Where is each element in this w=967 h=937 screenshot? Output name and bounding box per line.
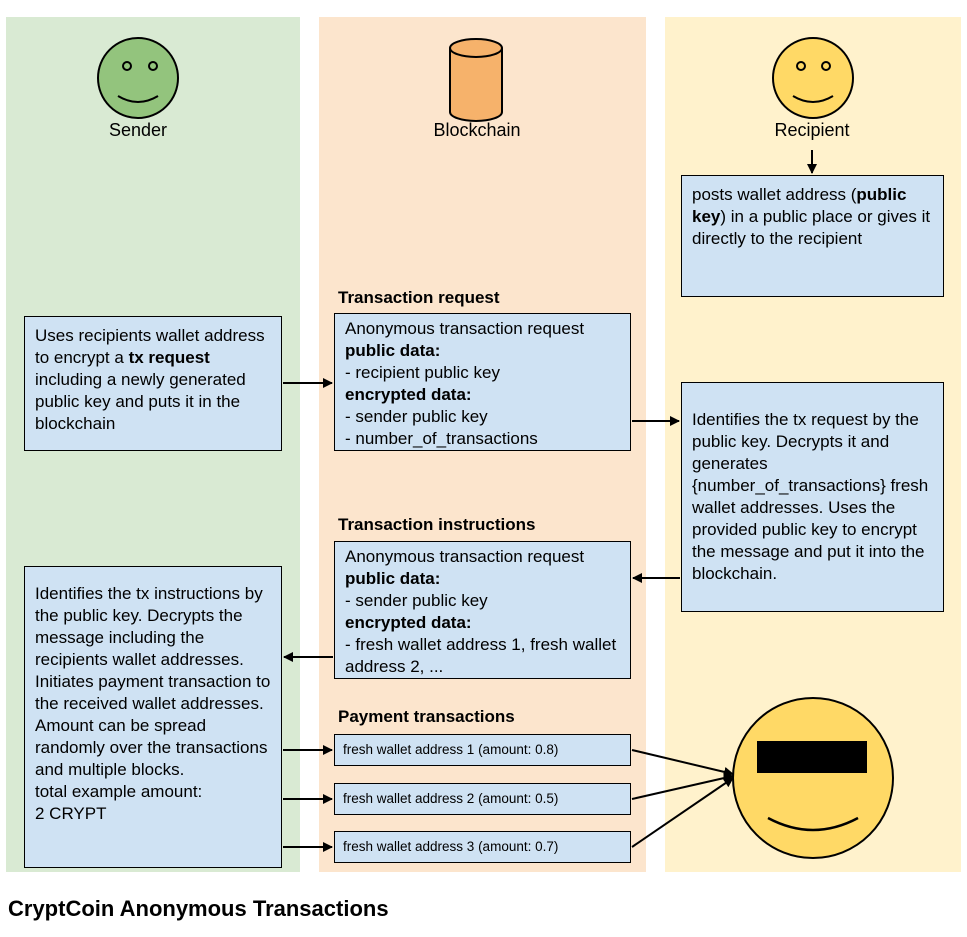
sender-request-text-1: Uses recipients wallet address to encryp… — [35, 326, 265, 367]
recipient-posts-bold: public key — [692, 185, 907, 226]
sender-face-icon — [97, 37, 179, 119]
arrow-payment-3-to-face — [631, 777, 734, 848]
arrow-payment-2-to-face — [631, 773, 734, 800]
payment-3-box: fresh wallet address 3 (amount: 0.7) — [334, 831, 631, 863]
sender-payment-total-label: total example amount: — [35, 782, 203, 801]
tx-request-public-label: public data: — [345, 341, 441, 360]
tx-instructions-heading: Transaction instructions — [338, 515, 536, 534]
sender-request-box: Uses recipients wallet address to encryp… — [24, 316, 282, 451]
tx-instructions-encrypted-item: - fresh wallet address 1, fresh wallet a… — [345, 635, 617, 676]
tx-request-encrypted-item1: - sender public key — [345, 407, 488, 426]
diagram-title: CryptCoin Anonymous Transactions — [8, 896, 389, 921]
recipient-label: Recipient — [774, 120, 850, 140]
recipient-face-icon — [772, 37, 854, 119]
payment-1-box: fresh wallet address 1 (amount: 0.8) — [334, 734, 631, 766]
tx-request-encrypted-item2: - number_of_transactions — [345, 429, 538, 448]
tx-request-line1: Anonymous transaction request — [345, 319, 585, 338]
tx-request-heading: Transaction request — [338, 288, 500, 307]
recipient-posts-text-1: posts wallet address ( — [692, 185, 857, 204]
payments-heading: Payment transactions — [338, 707, 515, 726]
tx-instructions-encrypted-label: encrypted data: — [345, 613, 472, 632]
tx-instructions-public-label: public data: — [345, 569, 441, 588]
tx-instructions-public-item: - sender public key — [345, 591, 488, 610]
tx-request-encrypted-label: encrypted data: — [345, 385, 472, 404]
recipient-posts-address-box: posts wallet address (public key) in a p… — [681, 175, 944, 297]
tx-request-box: Anonymous transaction request public dat… — [334, 313, 631, 451]
payment-2-box: fresh wallet address 2 (amount: 0.5) — [334, 783, 631, 815]
sender-request-text-2: including a newly generated public key a… — [35, 370, 246, 433]
arrow-payment-1-to-face — [631, 749, 734, 777]
tx-instructions-box: Anonymous transaction request public dat… — [334, 541, 631, 679]
blockchain-label: Blockchain — [433, 120, 521, 140]
sender-request-bold: tx request — [128, 348, 210, 367]
sender-payment-text: Identifies the tx instructions by the pu… — [35, 584, 271, 779]
tx-instructions-line1: Anonymous transaction request — [345, 547, 585, 566]
sender-payment-box: Identifies the tx instructions by the pu… — [24, 566, 282, 868]
sender-payment-total-value: 2 CRYPT — [35, 804, 107, 823]
tx-request-public-item: - recipient public key — [345, 363, 500, 382]
censored-face-icon — [732, 697, 894, 859]
recipient-posts-text-2: ) in a public place or gives it directly… — [692, 207, 931, 248]
sender-label: Sender — [108, 120, 168, 140]
recipient-decrypt-box: Identifies the tx request by the public … — [681, 382, 944, 612]
blockchain-cylinder-icon — [449, 38, 503, 122]
